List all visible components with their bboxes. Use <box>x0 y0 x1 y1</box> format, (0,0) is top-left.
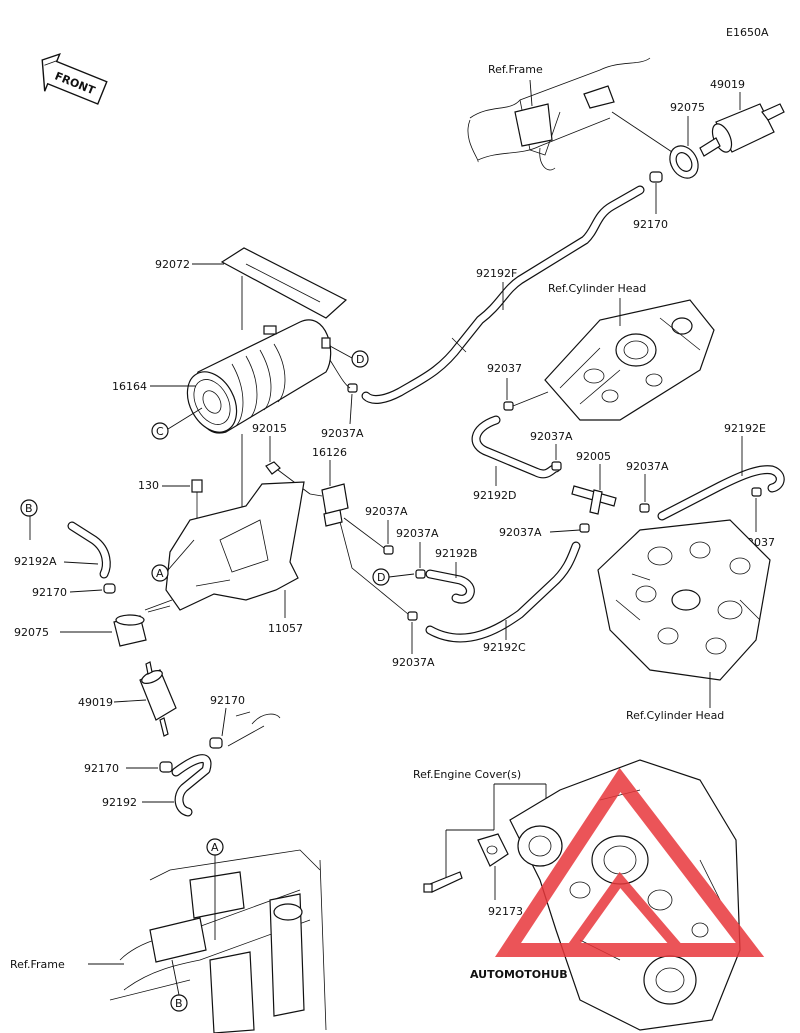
part-92072: 92072 <box>155 258 190 271</box>
callout-d-low: D <box>372 568 390 586</box>
clamp-92037A-3 <box>639 503 650 513</box>
svg-text:C: C <box>156 425 164 438</box>
clamp-92037A-4 <box>383 545 394 555</box>
part-92170-top: 92170 <box>633 218 668 231</box>
part-92173: 92173 <box>488 905 523 918</box>
clamp-92075-mid <box>113 614 147 647</box>
svg-text:D: D <box>356 353 364 366</box>
part-92015: 92015 <box>252 422 287 435</box>
clamp-92075-top <box>669 145 699 179</box>
part-92192C: 92192C <box>483 641 526 654</box>
fuel-filter-top <box>699 103 785 157</box>
svg-text:D: D <box>377 571 385 584</box>
bracket-11057 <box>165 481 305 611</box>
svg-text:B: B <box>175 997 183 1010</box>
clamp-92037-b <box>751 487 762 497</box>
part-49019-top: 49019 <box>710 78 745 91</box>
ref-cylinder-head-top: Ref.Cylinder Head <box>548 282 646 295</box>
cylinder-head-lower <box>597 519 771 681</box>
svg-text:A: A <box>156 567 164 580</box>
part-11057: 11057 <box>268 622 303 635</box>
callout-c: C <box>151 422 169 440</box>
part-92192A: 92192A <box>14 555 57 568</box>
bracket-92173 <box>423 833 509 893</box>
clamp-92037A-7 <box>407 611 418 621</box>
bolt-130 <box>191 479 203 520</box>
joint-92005 <box>571 485 617 515</box>
hose-92192 <box>171 754 212 817</box>
part-92037A-4: 92037A <box>365 505 408 518</box>
clamp-92037A-1 <box>347 383 358 393</box>
hose-92192C <box>425 541 581 643</box>
hose-92192F <box>361 185 645 404</box>
hose-92192A <box>67 521 111 579</box>
fuel-filter-mid <box>139 661 177 737</box>
part-92192B: 92192B <box>435 547 478 560</box>
part-92037-a: 92037 <box>487 362 522 375</box>
watermark-logo <box>495 767 765 957</box>
diagram-code: E1650A <box>726 26 769 39</box>
part-92075-mid: 92075 <box>14 626 49 639</box>
part-16126: 16126 <box>312 446 347 459</box>
part-92037A-5: 92037A <box>396 527 439 540</box>
engine-cover <box>509 759 741 1031</box>
callout-b-top: B <box>20 499 38 517</box>
part-92037A-7: 92037A <box>392 656 435 669</box>
part-16164: 16164 <box>112 380 147 393</box>
hose-92192E <box>657 465 785 521</box>
clamp-92037A-6 <box>579 523 590 533</box>
part-130: 130 <box>138 479 159 492</box>
watermark-text: AUTOMOTOHUB <box>470 968 568 981</box>
clip-92170-mid <box>103 583 116 594</box>
ref-frame-top: Ref.Frame <box>488 63 543 76</box>
callout-b-bottom: B <box>170 994 188 1012</box>
front-arrow-icon: FRONT <box>41 52 108 105</box>
callout-a-bottom: A <box>206 838 224 856</box>
ref-cylinder-head-bottom: Ref.Cylinder Head <box>626 709 724 722</box>
valve-16126 <box>309 483 349 527</box>
part-92037A-2: 92037A <box>530 430 573 443</box>
part-92192E: 92192E <box>724 422 766 435</box>
clip-92170-low2 <box>159 761 173 773</box>
part-49019-mid: 49019 <box>78 696 113 709</box>
ref-engine-cover: Ref.Engine Cover(s) <box>413 768 521 781</box>
clip-92170-low1 <box>209 737 223 749</box>
part-92170-low2: 92170 <box>84 762 119 775</box>
part-92192: 92192 <box>102 796 137 809</box>
bracket-92072 <box>220 247 348 319</box>
hose-92192B <box>425 569 475 604</box>
clamp-92037A-2 <box>551 461 562 471</box>
svg-text:B: B <box>25 502 33 515</box>
frame-top-section <box>467 57 651 171</box>
clamp-92037-a <box>503 401 514 411</box>
callout-a-mid: A <box>151 564 169 582</box>
cylinder-head-top <box>544 299 715 421</box>
ref-frame-bottom: Ref.Frame <box>10 958 65 971</box>
frame-bottom-section <box>109 849 327 1033</box>
part-92037A-6: 92037A <box>499 526 542 539</box>
clip-92170-top <box>649 171 663 183</box>
nut-92015 <box>265 461 281 475</box>
clamp-92037A-5 <box>415 569 426 579</box>
svg-text:A: A <box>211 841 219 854</box>
part-92192D: 92192D <box>473 489 516 502</box>
part-92005: 92005 <box>576 450 611 463</box>
callout-d-top: D <box>351 350 369 368</box>
part-92075-top: 92075 <box>670 101 705 114</box>
canister-16164 <box>186 319 332 434</box>
part-92192F: 92192F <box>476 267 517 280</box>
hose-92192D <box>471 415 561 479</box>
part-92170-mid: 92170 <box>32 586 67 599</box>
part-92037A-1: 92037A <box>321 427 364 440</box>
part-92170-low1: 92170 <box>210 694 245 707</box>
part-92037A-3: 92037A <box>626 460 669 473</box>
